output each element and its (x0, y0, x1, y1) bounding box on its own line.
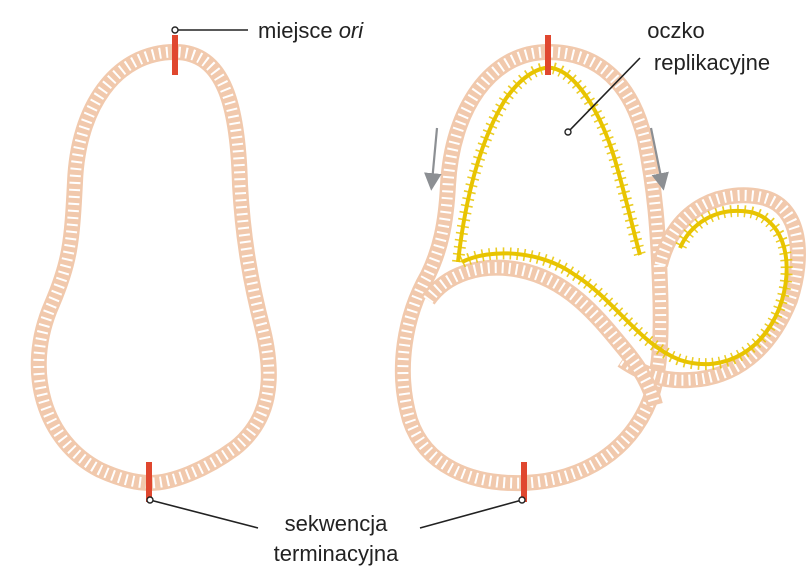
label-term-line1: sekwencja (285, 511, 388, 536)
leader-term-right (420, 500, 522, 528)
chromosome-left (39, 52, 269, 483)
new-strand-upper (458, 68, 640, 262)
label-bubble-line2: replikacyjne (654, 50, 770, 75)
fork-direction-arrow-left (432, 128, 437, 182)
leader-dot-bubble (565, 129, 571, 135)
label-origin-italic: ori (339, 18, 365, 43)
label-term-line2: terminacyjna (274, 541, 399, 566)
leader-term-left (150, 500, 258, 528)
leader-dot-term-left (147, 497, 153, 503)
leader-dot-term-right (519, 497, 525, 503)
label-origin: miejsce ori (258, 18, 364, 43)
label-origin-prefix: miejsce (258, 18, 339, 43)
chromosome-right (403, 52, 798, 483)
new-strand-upper-ticks (458, 68, 640, 262)
label-bubble-line1: oczko (647, 18, 704, 43)
termination-marker-right (521, 462, 527, 502)
inner-arc-outline (428, 268, 655, 405)
ori-marker-right (545, 35, 551, 75)
leader-dot-ori (172, 27, 178, 33)
ori-marker-left (172, 35, 178, 75)
termination-marker-left (146, 462, 152, 502)
